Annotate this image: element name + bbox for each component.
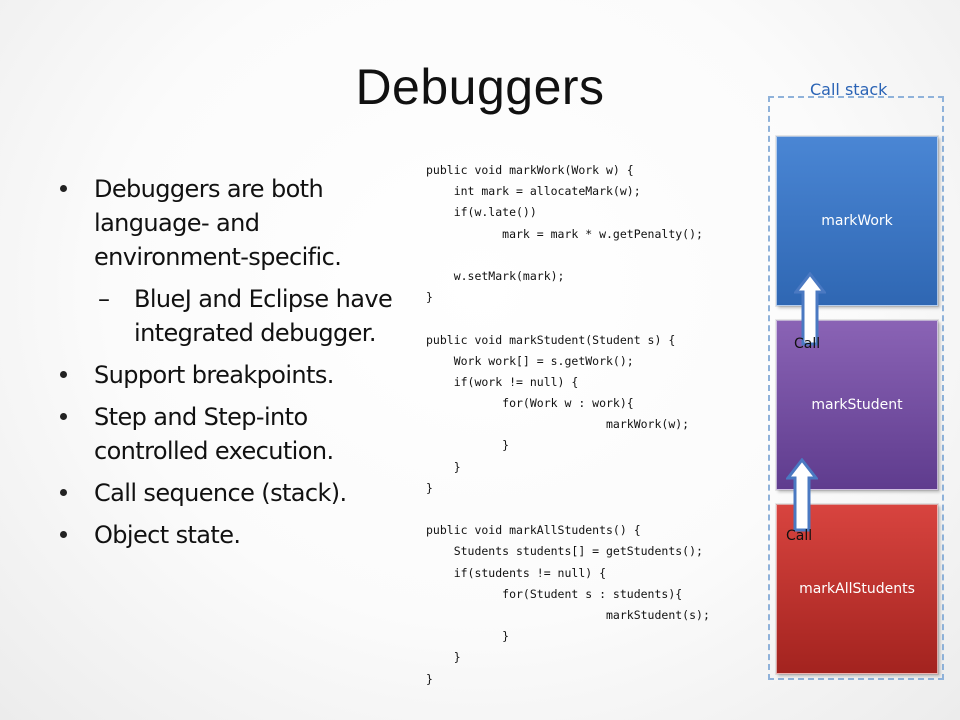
code-line: Students students[] = getStudents(); (426, 544, 703, 559)
code-line: } (426, 290, 433, 305)
up-arrow-icon (794, 272, 826, 346)
code-line: if(work != null) { (426, 374, 579, 389)
stack-box-markallstudents: markAllStudents (776, 504, 938, 674)
call-stack-frame (768, 96, 944, 680)
bullet-text: Object state. (94, 521, 241, 549)
bullet-item: Call sequence (stack). (56, 476, 396, 510)
code-line: if(w.late()) (426, 205, 537, 220)
code-line: public void markWork(Work w) { (426, 163, 634, 177)
up-arrow-icon (786, 458, 818, 532)
code-line: public void markStudent(Student s) { (426, 332, 676, 347)
code-block: public void markWork(Work w) { int mark … (426, 160, 766, 690)
sub-bullet-item: –BlueJ and Eclipse have integrated debug… (56, 282, 396, 350)
code-line: markStudent(s); (426, 607, 710, 622)
bullet-item: Debuggers are both language- and environ… (56, 172, 396, 274)
code-line: } (426, 671, 433, 686)
code-line: markWork(w); (426, 417, 690, 432)
code-line: for(Student s : students){ (426, 586, 683, 601)
bullet-list: Debuggers are both language- and environ… (56, 172, 396, 560)
bullet-text: Debuggers are both language- and environ… (94, 175, 342, 271)
code-line: int mark = allocateMark(w); (426, 184, 641, 199)
bullet-text: BlueJ and Eclipse have integrated debugg… (134, 285, 393, 347)
code-line: } (426, 480, 433, 495)
code-line: for(Work w : work){ (426, 396, 634, 411)
bullet-text: Step and Step-into controlled execution. (94, 403, 334, 465)
code-line: } (426, 650, 461, 665)
code-line (426, 245, 766, 266)
code-line: mark = mark * w.getPenalty(); (426, 226, 703, 241)
bullet-item: Step and Step-into controlled execution. (56, 400, 396, 468)
code-line: } (426, 629, 510, 644)
stack-box-label: markWork (821, 213, 893, 229)
code-line: } (426, 459, 461, 474)
bullet-text: Support breakpoints. (94, 361, 334, 389)
bullet-item: Object state. (56, 518, 396, 552)
code-line: w.setMark(mark); (426, 268, 565, 283)
code-line: public void markAllStudents() { (426, 523, 641, 538)
code-line: Work work[] = s.getWork(); (426, 353, 634, 368)
code-line: } (426, 438, 510, 453)
call-label: Call (786, 528, 813, 544)
code-line: if(students != null) { (426, 565, 607, 580)
code-line (426, 308, 766, 329)
bullet-item: Support breakpoints. (56, 358, 396, 392)
code-line (426, 499, 766, 520)
call-stack-label: Call stack (810, 80, 888, 99)
stack-box-markwork: markWork (776, 136, 938, 306)
dash-marker: – (98, 285, 110, 313)
stack-box-label: markStudent (811, 397, 903, 413)
call-label: Call (794, 336, 821, 352)
bullet-text: Call sequence (stack). (94, 479, 347, 507)
stack-box-label: markAllStudents (799, 581, 915, 597)
slide-title: Debuggers (355, 59, 605, 115)
